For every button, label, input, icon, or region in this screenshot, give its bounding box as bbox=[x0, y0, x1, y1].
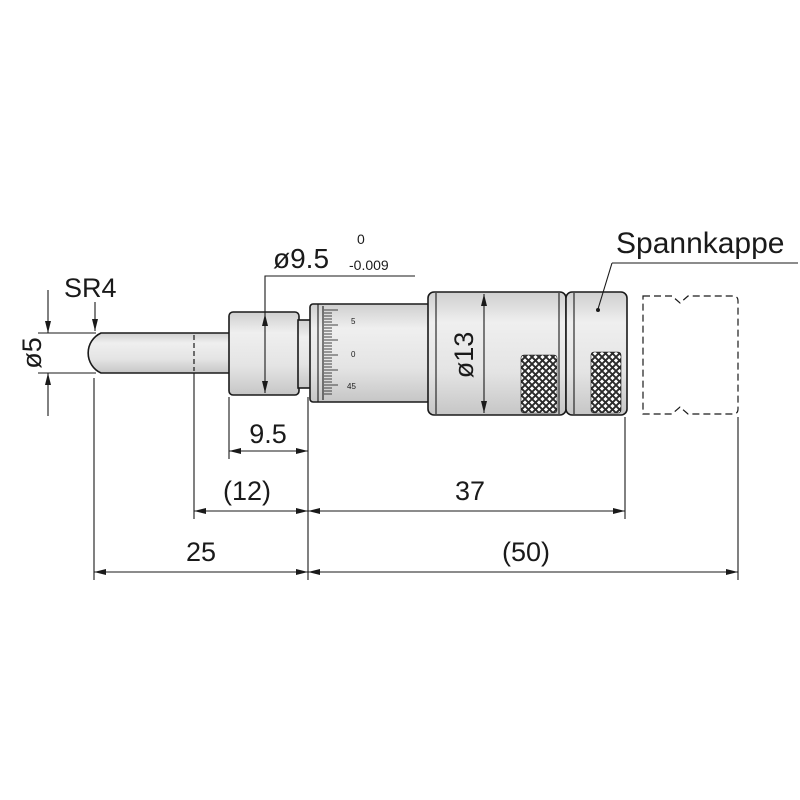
spindle-diameter-label: ø5 bbox=[17, 337, 47, 369]
scale-number-top: 5 bbox=[351, 317, 356, 326]
clamp-cap-leader-dot bbox=[596, 308, 600, 312]
collar-length-label: 9.5 bbox=[249, 419, 287, 449]
collar-diameter-dimension: ø9.5 0 -0.009 bbox=[262, 231, 415, 393]
thimble bbox=[427, 291, 567, 416]
clamp-cap-callout: Spannkappe bbox=[596, 227, 798, 312]
body-length-label: 37 bbox=[455, 476, 485, 506]
clamp-cap bbox=[565, 291, 628, 416]
thimble-graduation-ticks bbox=[324, 309, 338, 395]
spindle-diameter-dimension: ø5 bbox=[17, 290, 96, 416]
collar-tolerance-upper: 0 bbox=[357, 231, 365, 247]
sleeve: 5 0 45 bbox=[309, 303, 431, 403]
collar-length-dimension: 9.5 bbox=[229, 419, 308, 454]
collar-tolerance-lower: -0.009 bbox=[349, 257, 389, 273]
total-length-dimension: (50) bbox=[308, 537, 738, 575]
thimble-diameter-dimension: ø13 bbox=[449, 294, 487, 413]
spherical-radius-label: SR4 bbox=[64, 273, 117, 303]
clamp-collar bbox=[228, 311, 300, 396]
clamp-cap-knurl bbox=[590, 351, 622, 414]
clamp-cap-leader bbox=[597, 262, 613, 310]
spindle-length-label: 25 bbox=[186, 537, 216, 567]
spindle bbox=[87, 332, 231, 374]
spindle-body bbox=[87, 332, 231, 374]
scale-number-middle: 0 bbox=[351, 350, 356, 359]
extension-lines bbox=[93, 373, 739, 580]
scale-number-bottom: 45 bbox=[347, 382, 356, 391]
collar-diameter-label: ø9.5 bbox=[273, 243, 329, 274]
spindle-to-collar-label: (12) bbox=[223, 476, 271, 506]
collar-diameter-leader bbox=[264, 275, 415, 314]
clamp-cap-label: Spannkappe bbox=[616, 227, 785, 260]
collar-neck bbox=[297, 319, 312, 389]
total-length-label: (50) bbox=[502, 537, 550, 567]
thimble-diameter-label: ø13 bbox=[449, 332, 479, 379]
body-length-dimension: 37 bbox=[308, 476, 625, 514]
spindle-to-collar-dimension: (12) bbox=[194, 476, 308, 514]
spindle-length-dimension: 25 bbox=[94, 537, 308, 575]
clamp-cap-extended-outline bbox=[642, 295, 739, 415]
thimble-knurl bbox=[520, 354, 558, 414]
